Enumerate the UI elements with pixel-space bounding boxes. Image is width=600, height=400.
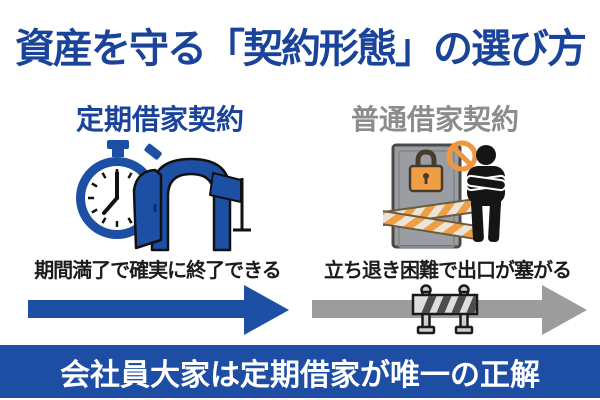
open-door-icon (132, 157, 232, 252)
page-title: 資産を守る「契約形態」の選び方 (15, 27, 587, 71)
header-teiki-shakka: 定期借家契約 (75, 104, 244, 135)
caption-futsu: 立ち退き困難で出口が塞がる (324, 260, 572, 282)
person-crossed-arms-icon (465, 145, 507, 243)
caption-teiki: 期間満了で確実に終了できる (34, 260, 282, 282)
header-futsu-shakka: 普通借家契約 (350, 104, 519, 135)
goal-flag-icon (209, 172, 251, 232)
blue-arrow (28, 285, 289, 335)
conclusion-banner: 会社員大家は定期借家が唯一の正解 (0, 345, 600, 398)
teiki-icon-group (76, 140, 251, 252)
locked-door-icon (383, 143, 478, 249)
barricade-icon (411, 284, 479, 335)
conclusion-text: 会社員大家は定期借家が唯一の正解 (60, 358, 540, 392)
padlock-icon (408, 149, 444, 193)
futsu-icon-group (383, 140, 507, 249)
no-entry-icon (446, 140, 478, 172)
